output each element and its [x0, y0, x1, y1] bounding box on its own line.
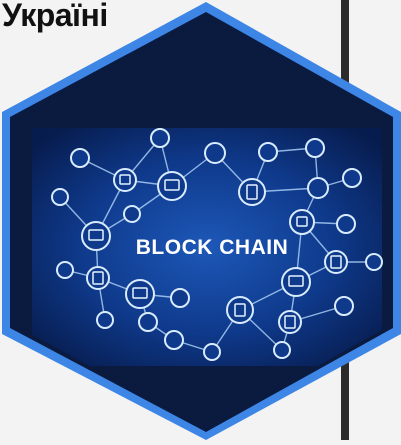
node-icon [138, 312, 158, 332]
node-icon [226, 296, 254, 324]
node-icon [157, 171, 187, 201]
node-icon [203, 343, 221, 361]
node-icon [365, 253, 383, 271]
node-icon [150, 128, 170, 148]
node-icon [170, 288, 190, 308]
node-icon [336, 214, 356, 234]
page-title: Україні [2, 0, 108, 33]
node-icon [51, 188, 69, 206]
node-icon [164, 330, 184, 350]
node-icon [324, 250, 348, 274]
node-icon [289, 209, 315, 235]
node-icon [258, 142, 278, 162]
node-icon [204, 142, 226, 164]
node-icon [278, 310, 302, 334]
node-icon [123, 205, 141, 223]
node-icon [86, 266, 110, 290]
blockchain-caption: BLOCK CHAIN [136, 236, 289, 259]
node-icon [273, 341, 291, 359]
node-icon [113, 168, 137, 192]
node-icon [238, 178, 266, 206]
node-icon [281, 267, 311, 297]
node-icon [334, 296, 354, 316]
node-icon [342, 168, 362, 188]
node-icon [56, 261, 74, 279]
node-icon [307, 177, 329, 199]
node-icon [305, 138, 325, 158]
node-icon [125, 279, 155, 309]
node-icon [96, 311, 114, 329]
node-icon [81, 221, 111, 251]
node-icon [70, 148, 90, 168]
